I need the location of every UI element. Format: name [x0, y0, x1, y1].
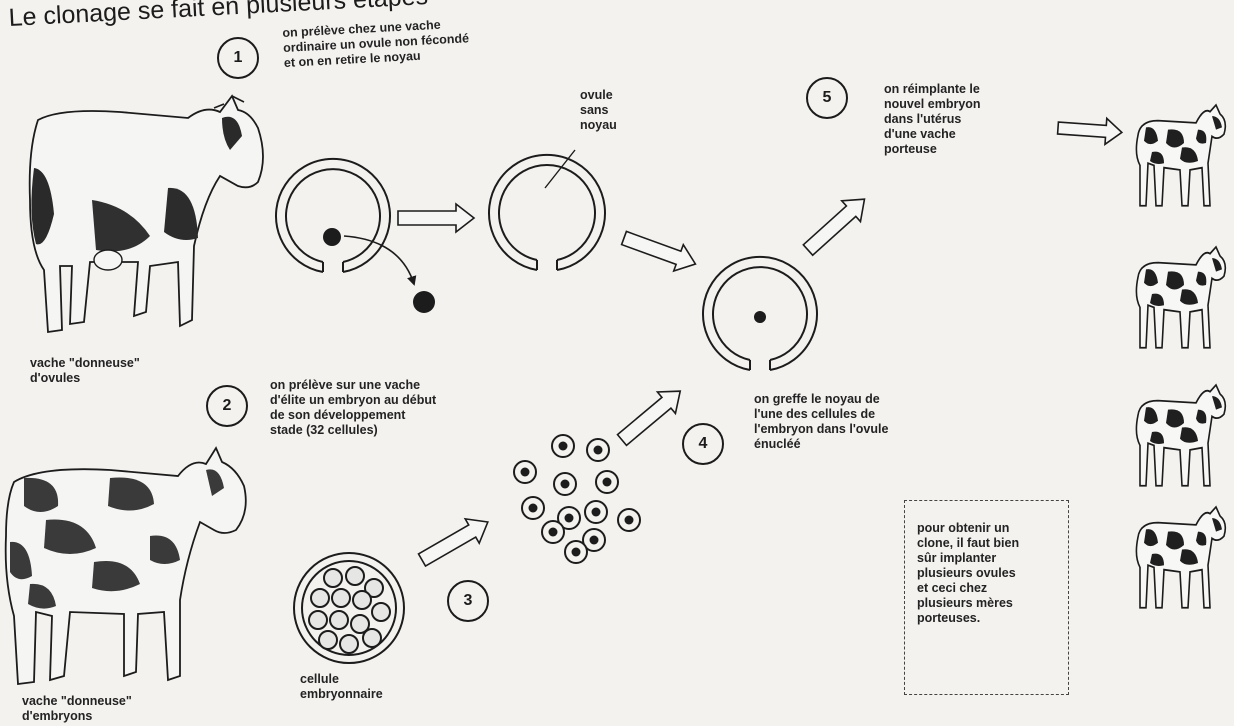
ovule-without-nucleus: [488, 149, 606, 271]
step-4-badge: 4: [682, 423, 724, 465]
note-text: pour obtenir un clone, il faut bien sûr …: [917, 521, 1020, 625]
nucleus: [323, 228, 341, 246]
step-5-text: on réimplante le nouvel embryon dans l'u…: [884, 82, 981, 156]
arrow-ovule1-to-ovule2: [397, 202, 476, 234]
clone-cow-2: [1135, 246, 1227, 349]
step-2-text: on prélève sur une vache d'élite un embr…: [270, 378, 437, 437]
separated-cells: [513, 434, 641, 564]
removed-nucleus: [413, 291, 435, 313]
label-ovule-sans-noyau: ovule sans noyau: [580, 88, 617, 132]
step-4-text: on greffe le noyau de l'une des cellules…: [754, 392, 889, 451]
process-arrows: [397, 116, 1124, 568]
donor-embryo-cow: [4, 446, 247, 686]
label-cellule-embryonnaire: cellule embryonnaire: [300, 672, 383, 701]
clone-cow-1: [1135, 104, 1227, 207]
arrow-embryo-to-cells: [417, 517, 489, 568]
step-1-badge: 1: [217, 37, 259, 79]
clone-cow-3: [1135, 384, 1227, 487]
ovule-grafted: [702, 255, 818, 371]
donor-ova-cow: [28, 94, 264, 334]
step-3-badge: 3: [447, 580, 489, 622]
ovule-with-nucleus: [275, 157, 435, 313]
arrow-cells-to-ovule: [616, 390, 682, 447]
label-donor-embryos: vache "donneuse" d'embryons: [22, 694, 132, 723]
grafted-nucleus: [754, 311, 766, 323]
step-5-badge: 5: [806, 77, 848, 119]
arrow-to-clones: [1056, 116, 1124, 146]
step-2-badge: 2: [206, 385, 248, 427]
note-box: pour obtenir un clone, il faut bien sûr …: [904, 500, 1069, 695]
label-donor-ova: vache "donneuse" d'ovules: [30, 356, 140, 385]
arrow-ovule2-to-ovule3: [620, 230, 697, 273]
arrow-to-surrogate: [802, 198, 866, 257]
embryo-morula: [293, 552, 405, 664]
clone-cow-4: [1135, 506, 1227, 609]
